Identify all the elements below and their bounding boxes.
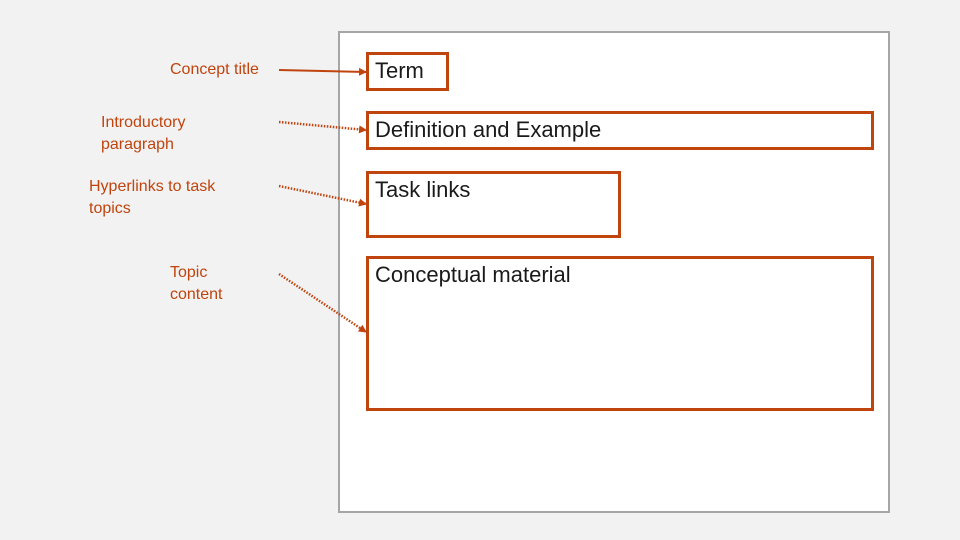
- task-links-box-text: Task links: [375, 177, 471, 202]
- label-intro-line1: Introductory: [101, 114, 186, 131]
- definition-example-box-text: Definition and Example: [375, 117, 602, 142]
- label-hyperlinks-to-task-topics: Hyperlinks to task topics: [89, 176, 215, 220]
- label-topic-content: Topic content: [170, 262, 222, 306]
- label-hyperlinks-line1: Hyperlinks to task: [89, 178, 216, 195]
- definition-example-box: Definition and Example: [366, 111, 874, 150]
- term-box-text: Term: [375, 58, 424, 83]
- label-topic-line1: Topic: [170, 264, 208, 281]
- task-links-box: Task links: [366, 171, 621, 238]
- label-hyperlinks-line2: topics: [89, 200, 131, 217]
- label-topic-line2: content: [170, 286, 223, 303]
- label-introductory-paragraph: Introductory paragraph: [101, 112, 185, 156]
- label-concept-title: Concept title: [170, 59, 259, 81]
- conceptual-material-box-text: Conceptual material: [375, 262, 571, 287]
- label-intro-line2: paragraph: [101, 136, 174, 153]
- term-box: Term: [366, 52, 449, 91]
- label-concept-title-text: Concept title: [170, 61, 259, 78]
- conceptual-material-box: Conceptual material: [366, 256, 874, 411]
